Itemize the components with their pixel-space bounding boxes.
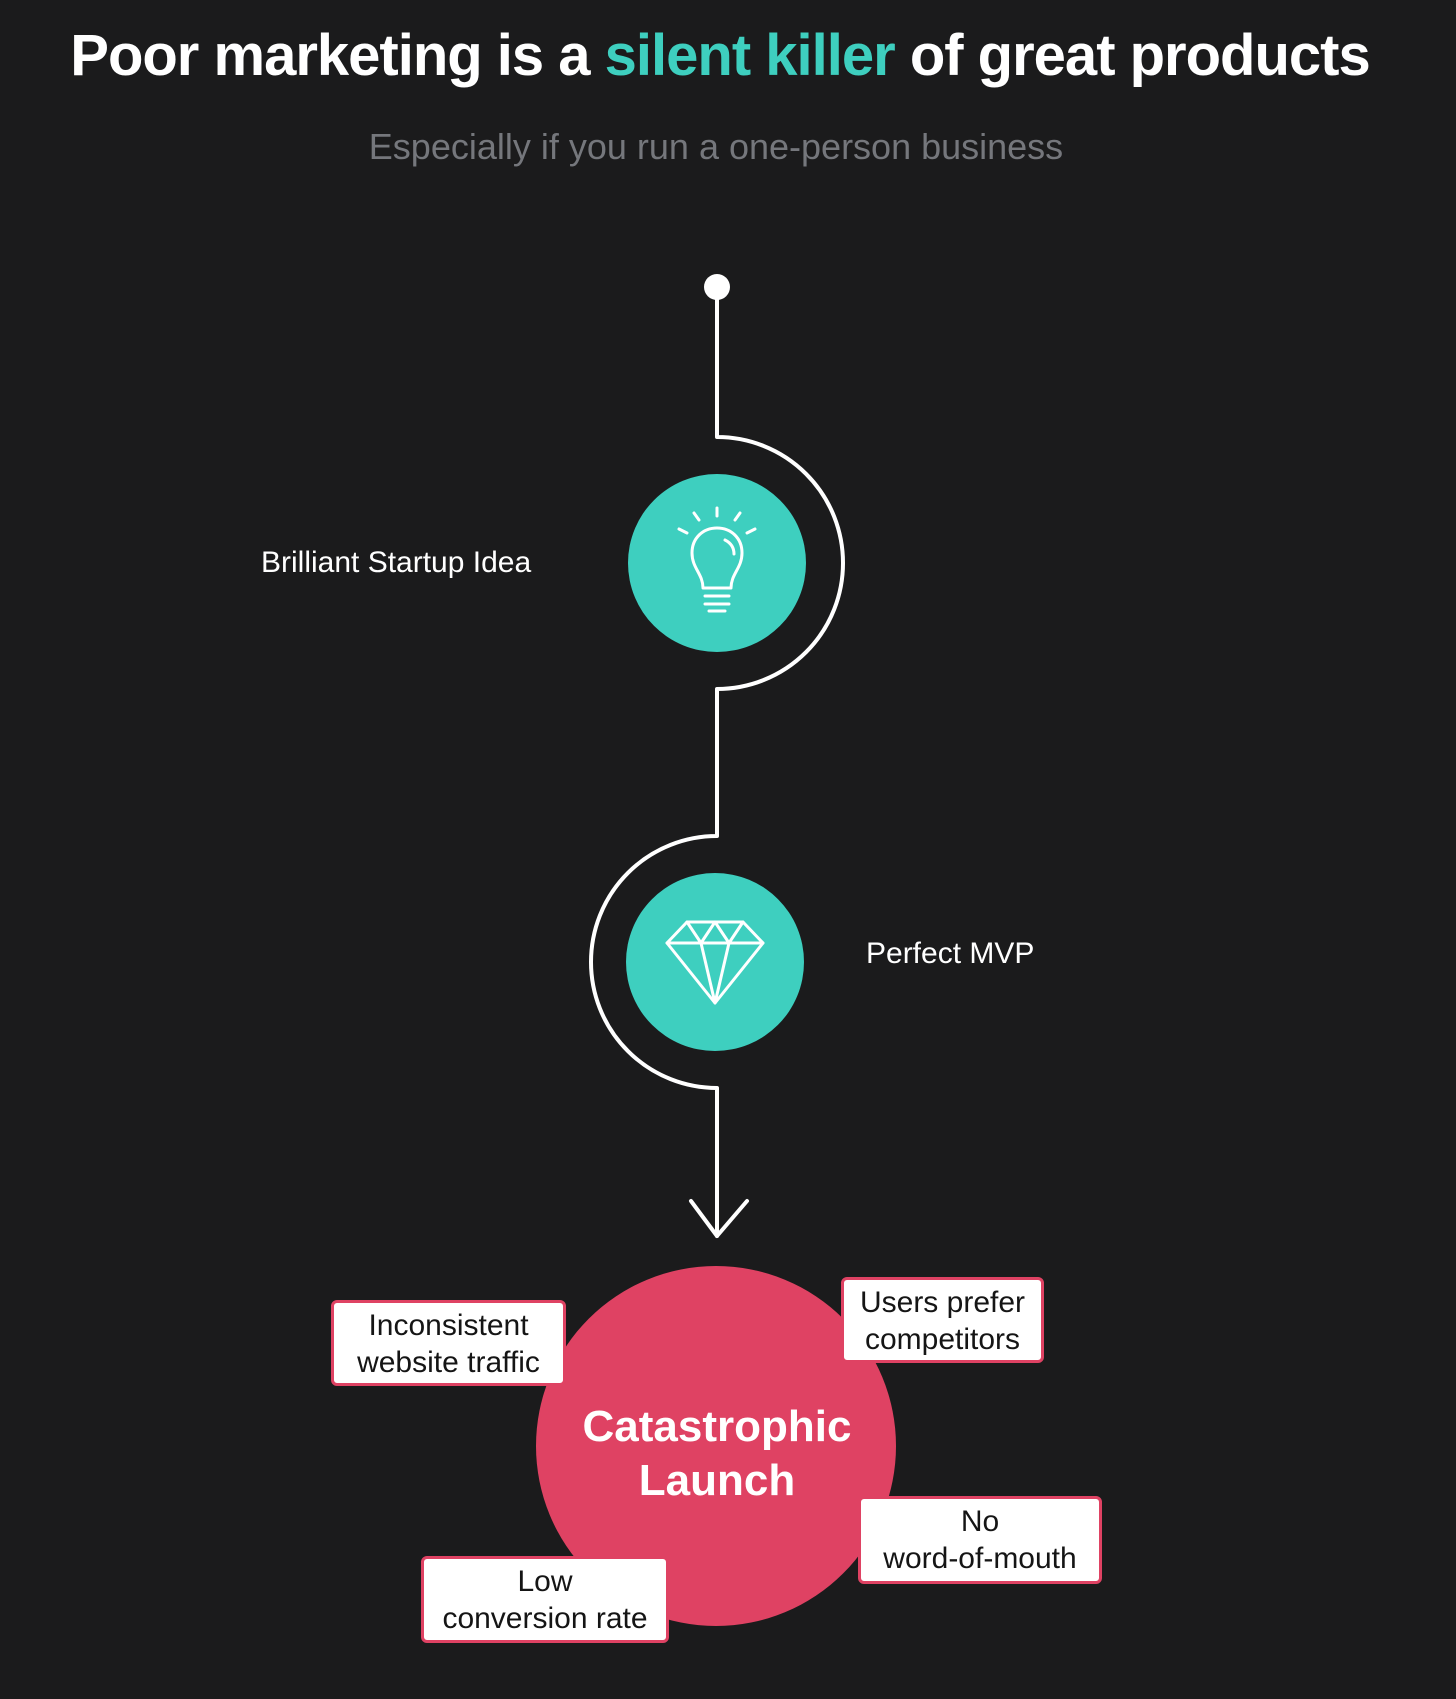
lightbulb-icon [677,506,757,613]
step-mvp-circle [626,873,804,1051]
problem-card-conversion: Low conversion rate [421,1556,669,1643]
outcome-label-line1: Catastrophic [582,1402,852,1451]
page-title: Poor marketing is a silent killer of gre… [0,22,1440,89]
title-text-start: Poor marketing is a [70,23,605,88]
step-label-mvp: Perfect MVP [866,937,1035,970]
page-subtitle: Especially if you run a one-person busin… [368,126,1064,167]
problem-text: Users prefer [859,1286,1026,1319]
problem-text: No [960,1505,1000,1538]
step-idea-circle [628,474,806,652]
title-accent: silent killer [604,23,896,88]
outcome-label-line2: Launch [638,1456,796,1505]
title-text-end: of great products [894,23,1371,88]
problem-card-word-of-mouth: No word-of-mouth [858,1496,1102,1584]
problem-text: Inconsistent [368,1309,529,1342]
problem-text: word-of-mouth [883,1542,1077,1575]
outcome-circle [536,1266,896,1626]
outcome-label: Catastrophic Launch [537,1400,897,1508]
problem-text: conversion rate [442,1602,648,1635]
problem-text: Low [517,1565,573,1598]
start-dot [704,274,730,300]
problem-text: website traffic [357,1346,540,1379]
problem-card-competitors: Users prefer competitors [841,1277,1044,1363]
diamond-icon [665,920,765,1005]
step-label-idea: Brilliant Startup Idea [261,546,532,579]
problem-text: competitors [864,1323,1021,1356]
flow-line [589,285,845,1238]
problem-card-traffic: Inconsistent website traffic [331,1300,566,1386]
